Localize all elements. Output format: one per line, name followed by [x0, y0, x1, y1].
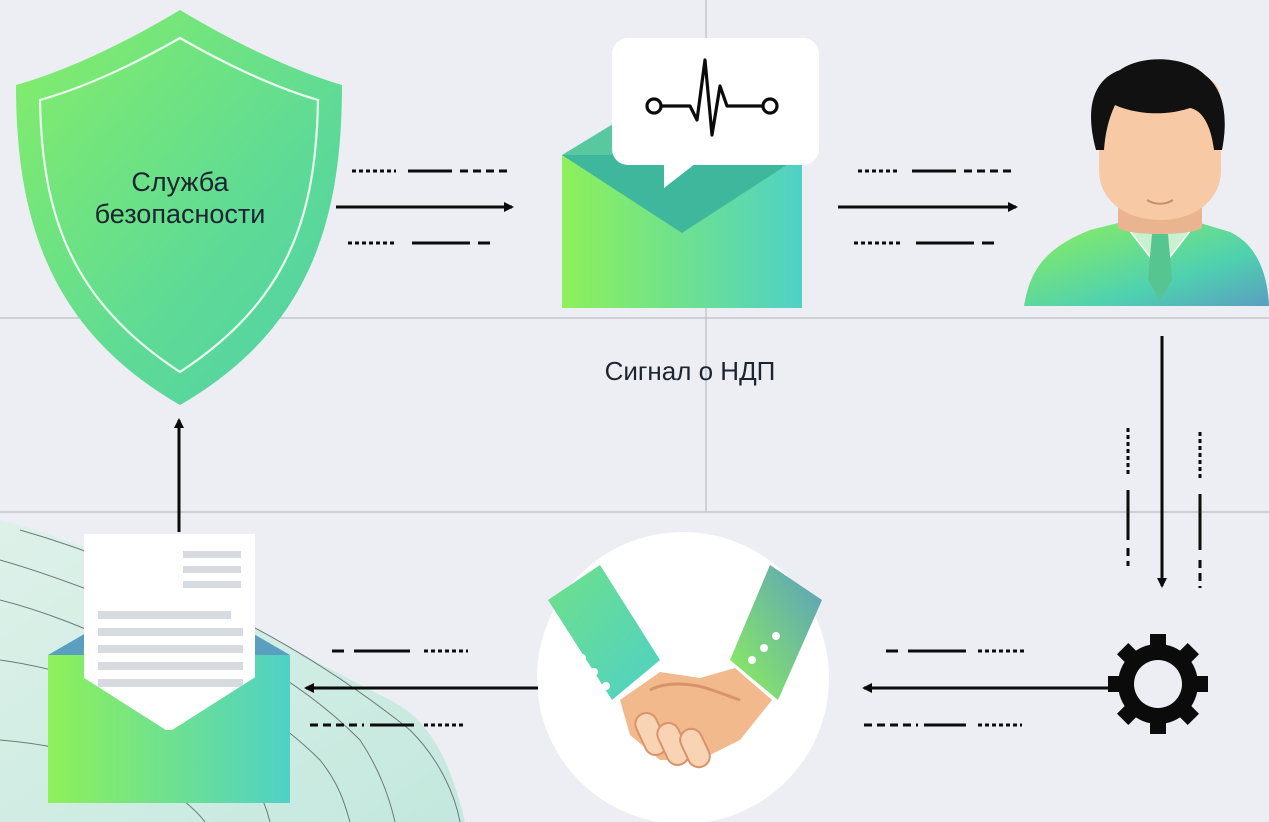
connector-security-to-alert	[336, 169, 514, 245]
alert-signal-label: Сигнал о НДП	[604, 356, 776, 386]
handshake-icon	[537, 532, 829, 822]
envelope-document-icon	[48, 534, 290, 803]
connector-handshake-to-report	[304, 649, 538, 727]
connector-alert-to-employee	[838, 169, 1018, 245]
security-service-label-line1: Служба	[131, 167, 229, 197]
connector-gear-to-handshake	[862, 649, 1110, 727]
security-service-label-line2: безопасности	[94, 199, 266, 229]
security-service-label: Служба безопасности	[40, 166, 320, 230]
connector-employee-to-gear	[1126, 336, 1202, 588]
gear-icon	[1108, 634, 1208, 734]
shield-icon	[16, 10, 342, 405]
envelope-pulse-icon	[562, 38, 819, 308]
person-icon	[1024, 59, 1269, 306]
